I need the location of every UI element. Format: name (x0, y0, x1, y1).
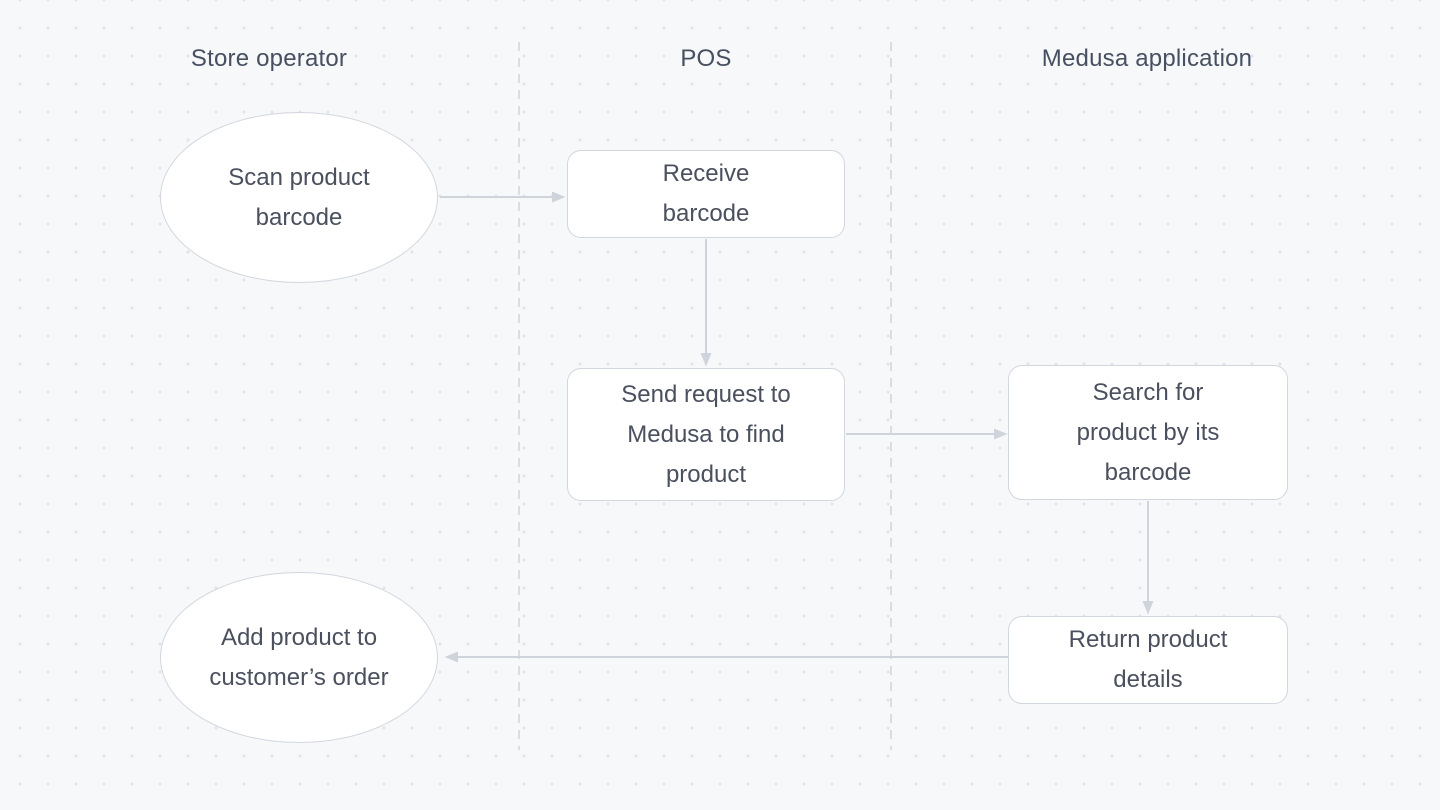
node-label: Scan product barcode (228, 163, 370, 231)
node-search-product-by-barcode: Search for product by its barcode (1008, 365, 1288, 500)
lane-title-pos: POS (680, 45, 732, 72)
node-scan-product-barcode: Scan product barcode (160, 112, 438, 283)
node-return-product-details: Return product details (1008, 616, 1288, 704)
node-send-request-to-medusa: Send request to Medusa to find product (567, 368, 845, 501)
node-label: Send request to Medusa to find product (621, 380, 791, 488)
node-label: Search for product by its barcode (1076, 378, 1220, 486)
node-add-product-to-order: Add product to customer’s order (160, 572, 438, 743)
node-label: Add product to customer’s order (209, 623, 389, 691)
node-label: Return product details (1068, 626, 1228, 693)
node-label: Receive barcode (662, 160, 750, 227)
node-receive-barcode: Receive barcode (567, 150, 845, 238)
lane-title-store-operator: Store operator (190, 45, 348, 72)
lane-title-medusa-application: Medusa application (1041, 45, 1253, 72)
